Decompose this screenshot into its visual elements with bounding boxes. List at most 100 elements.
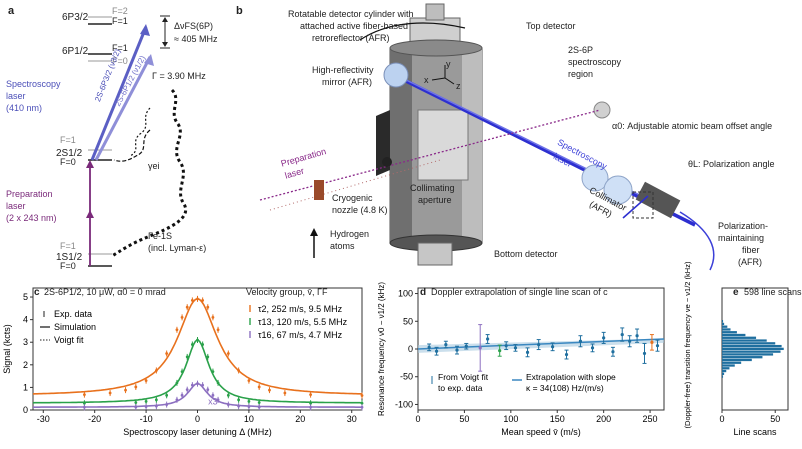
collimator-lens-2	[603, 175, 633, 205]
chart-d-ytick-label: 100	[398, 289, 413, 299]
polarization-arrow	[622, 195, 649, 219]
chart-d-xlabel: Mean speed v̄ (m/s)	[501, 427, 581, 437]
pm-fiber	[679, 211, 715, 271]
chart-d-point	[590, 346, 595, 350]
chart-c-point-2	[257, 405, 261, 409]
chart-c-point-0	[185, 305, 189, 309]
chart-c-point-0	[211, 315, 215, 319]
preparation-laser-label-1: Preparation	[6, 189, 53, 199]
collimator-lens-1	[581, 164, 609, 192]
chart-c-point-1	[201, 343, 205, 346]
chart-c-point-0	[247, 379, 251, 383]
chart-c-point-0	[201, 299, 205, 302]
spectroscopy-laser-label-1: Spectroscopy	[6, 79, 61, 89]
legend-velocity-label-2: τ16, 67 m/s, 4.7 MHz	[258, 330, 343, 340]
chart-d-legend-fit-label: Extrapolation with slope	[526, 372, 616, 382]
rotation-arrow	[359, 22, 466, 41]
rotatable-label-1: Rotatable detector cylinder with	[288, 9, 414, 19]
chart-d-point	[504, 344, 508, 348]
apparatus-drawing	[259, 3, 715, 271]
pm-fiber-label-1: Polarization-	[718, 221, 769, 231]
chart-c-point-2	[216, 398, 220, 402]
legend-velocity-label-0: τ2, 252 m/s, 9.5 MHz	[258, 304, 343, 314]
mesh-region	[417, 109, 469, 181]
chart-c-point-0	[124, 388, 127, 392]
chart-c-point-1	[247, 400, 251, 403]
axis-z	[444, 77, 455, 85]
chart-c-point-0	[309, 393, 312, 397]
chart-d-point	[464, 344, 468, 348]
chart-e-bar	[722, 325, 728, 328]
chart-d-point	[537, 342, 541, 347]
chart-d-ytick-label: -50	[400, 372, 413, 382]
collimator-body	[635, 181, 681, 219]
chart-c-point-0	[206, 305, 210, 309]
chart-d-xtick-label: 200	[596, 414, 611, 424]
chart-c-point-0	[180, 315, 184, 319]
chart-e-bar	[722, 361, 742, 364]
chart-c-point-0	[165, 352, 169, 355]
legend-sim-label: Simulation	[54, 322, 96, 332]
chart-c-point-2	[185, 388, 189, 392]
top-detector-stem	[425, 3, 445, 21]
chart-d-point	[650, 340, 654, 344]
chart-d-legend-point-label-1: From Voigt fit	[438, 372, 489, 382]
gamma-e1s-note: (incl. Lyman-ε)	[148, 243, 207, 253]
level-6p32-f2-label: F=2	[112, 6, 128, 16]
axis-y-label: y	[446, 59, 451, 69]
chart-d-point	[628, 339, 632, 343]
polarization-box	[632, 191, 654, 219]
chart-e-bar	[722, 344, 782, 348]
collimating-label-1: Collimating	[410, 183, 455, 193]
legend-exp-label: Exp. data	[54, 309, 92, 319]
chart-e-bar	[722, 322, 725, 326]
chart-d-point	[611, 350, 615, 354]
panel-a-letter: a	[8, 5, 15, 17]
chart-d-point	[498, 349, 502, 353]
transition-arrow-32-head	[140, 24, 150, 36]
chart-c-point-1	[237, 398, 241, 402]
chart-d-point	[513, 346, 518, 350]
chart-c-point-0	[134, 385, 138, 389]
fs-arrow-head-top	[162, 17, 168, 22]
chart-e-bar	[722, 364, 735, 367]
chart-d-point	[551, 345, 555, 349]
chart-c-point-2	[211, 393, 215, 397]
legend-velocity-label-1: τ13, 120 m/s, 5.5 MHz	[258, 317, 348, 327]
chart-c-point-2	[175, 398, 179, 402]
chart-c-annotation: x3	[208, 396, 218, 406]
chart-c-point-0	[196, 297, 199, 301]
hr-mirror	[383, 62, 409, 88]
prep-arrow-head-top	[86, 160, 94, 168]
chart-c-point-2	[201, 383, 205, 387]
axis-z-label: z	[456, 81, 461, 91]
chart-d-point	[578, 339, 583, 343]
chart-c-ytick-label: 0	[23, 405, 28, 415]
chart-e-bar	[722, 375, 724, 378]
level-1s-label: 1S1/2	[56, 252, 83, 263]
chart-e-xtick-label: 0	[719, 414, 724, 424]
rotatable-label-3: retroreflector (AFR)	[312, 33, 390, 43]
chart-e-bar	[722, 350, 781, 353]
chart-e-bar	[722, 339, 767, 342]
decay-gamma-ei-path-2	[113, 129, 151, 162]
transition-arrow-12	[94, 56, 152, 161]
chart-d-point	[620, 332, 624, 337]
chart-d-point	[655, 344, 660, 348]
level-6p12-f1-label: F=1	[112, 43, 128, 53]
chart-e-bar	[722, 333, 746, 337]
chart-d-xtick-label: 50	[459, 414, 469, 424]
chart-e-bar	[722, 367, 730, 370]
spectroscopy-laser-label-2: laser	[6, 91, 26, 101]
chart-c-point-0	[360, 394, 364, 397]
chart-c-point-1	[134, 401, 138, 404]
chart-c-point-2	[134, 405, 138, 409]
chart-c-point-2	[309, 405, 312, 409]
chart-c-point-0	[257, 385, 261, 389]
gamma-e1s-label: Γe-1S	[148, 231, 172, 241]
region-label-2: spectroscopy	[568, 57, 622, 67]
axis-x-label: x	[424, 75, 429, 85]
chart-c-point-0	[237, 369, 241, 372]
